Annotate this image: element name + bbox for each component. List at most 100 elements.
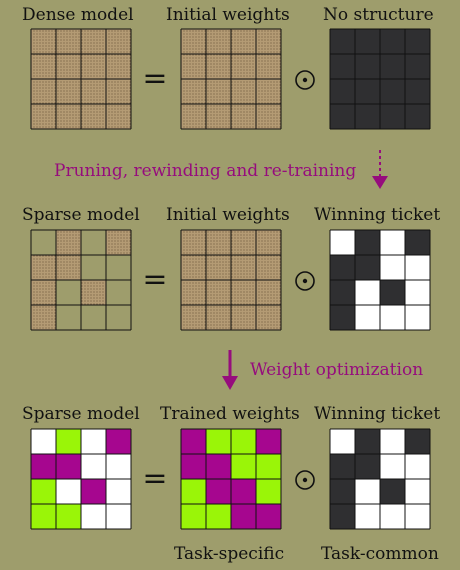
hadamard-operator-dot (302, 77, 308, 83)
row3-grid3-white-cell (380, 429, 405, 454)
row1-grid1-dotted-cell (31, 104, 56, 129)
row3-grid3-white-cell (405, 479, 430, 504)
row1-grid2-dotted-cell (231, 79, 256, 104)
row3-grid2-green-cell (181, 479, 206, 504)
row1-grid1-dotted-cell (56, 54, 81, 79)
row2-grid1-dotted-cell (31, 255, 56, 280)
row2-grid3-dark-cell (330, 255, 355, 280)
row2-grid1-dotted-cell (31, 305, 56, 330)
hadamard-operator-ring (295, 271, 315, 291)
row1-grid3-dark-cell (330, 104, 355, 129)
row1-grid3-dark-cell (355, 104, 380, 129)
row2-grid1-empty-cell (106, 280, 131, 305)
row3-grid1-white-cell (106, 504, 131, 529)
row1-grid1-dotted-cell (56, 79, 81, 104)
row3-grid2-magenta-cell (256, 504, 281, 529)
row3-grid2-green-cell (231, 429, 256, 454)
row2-grid3-white-cell (405, 280, 430, 305)
pruning-arrowhead (372, 176, 388, 189)
row1-grid1-dotted-cell (106, 54, 131, 79)
row1-grid2-dotted-cell (206, 79, 231, 104)
row3-grid1-green-cell (56, 429, 81, 454)
row3-grid3-dark-cell (380, 479, 405, 504)
row3-grid2-green-cell (206, 504, 231, 529)
row3-grid3-white-cell (380, 454, 405, 479)
row2-grid1-dotted-cell (106, 230, 131, 255)
row2-grid3-white-cell (355, 280, 380, 305)
row3-grid3-dark-cell (355, 429, 380, 454)
row1-grid2-dotted-cell (256, 54, 281, 79)
row3-grid2-magenta-cell (231, 479, 256, 504)
row1-grid2-dotted-cell (181, 29, 206, 54)
row1-col2-title: Initial weights (166, 5, 290, 25)
row1-grid3-dark-cell (380, 29, 405, 54)
equals-operator: = (142, 61, 167, 96)
row2-grid1-dotted-cell (31, 280, 56, 305)
row2-grid2-dotted-cell (256, 255, 281, 280)
task-common-label: Task-common (321, 544, 439, 564)
hadamard-operator-dot (302, 477, 308, 483)
row1-grid2-dotted-cell (231, 104, 256, 129)
row3-grid1-white-cell (81, 504, 106, 529)
row2-col2-title: Initial weights (166, 205, 290, 225)
row2-grid1-dotted-cell (81, 280, 106, 305)
row1-grid3-dark-cell (380, 54, 405, 79)
row1-grid2-dotted-cell (256, 104, 281, 129)
row1-grid1-dotted-cell (106, 29, 131, 54)
row1-grid3-dark-cell (405, 54, 430, 79)
row1-grid2-dotted-cell (181, 54, 206, 79)
row1-grid3-dark-cell (330, 54, 355, 79)
row3-grid1-white-cell (81, 429, 106, 454)
row2-grid1-empty-cell (81, 230, 106, 255)
row3-col3-title: Winning ticket (314, 404, 441, 424)
row1-grid1-dotted-cell (31, 79, 56, 104)
row2-grid3-white-cell (380, 230, 405, 255)
row3-grid2-magenta-cell (206, 454, 231, 479)
row1-grid1-dotted-cell (31, 54, 56, 79)
row2-grid3-dark-cell (355, 230, 380, 255)
equals-operator: = (142, 461, 167, 496)
row2-grid3-dark-cell (330, 305, 355, 330)
row2-grid2-dotted-cell (231, 230, 256, 255)
row1-grid1-dotted-cell (106, 79, 131, 104)
row1-grid3-dark-cell (330, 79, 355, 104)
hadamard-operator-ring (295, 470, 315, 490)
row3-grid3-dark-cell (405, 429, 430, 454)
row2-grid1-empty-cell (56, 305, 81, 330)
row2-grid2-dotted-cell (206, 230, 231, 255)
row2-col1-title: Sparse model (22, 205, 140, 225)
optimization-arrow-label: Weight optimization (250, 360, 424, 380)
row3-grid3-dark-cell (355, 454, 380, 479)
row1-grid2-dotted-cell (181, 104, 206, 129)
row3-grid1-green-cell (56, 504, 81, 529)
row2-grid3-dark-cell (380, 280, 405, 305)
row3-grid3-white-cell (355, 479, 380, 504)
row3-grid1-white-cell (31, 429, 56, 454)
row1-grid3-dark-cell (380, 104, 405, 129)
row3-grid1-white-cell (106, 479, 131, 504)
row2-grid2-dotted-cell (206, 305, 231, 330)
row2-grid1-empty-cell (31, 230, 56, 255)
row3-grid2-magenta-cell (181, 429, 206, 454)
row3-grid1-white-cell (106, 454, 131, 479)
optimization-arrowhead (222, 376, 238, 390)
row1-grid1-dotted-cell (81, 29, 106, 54)
row1-grid1-dotted-cell (106, 104, 131, 129)
row3-grid2-magenta-cell (256, 429, 281, 454)
row3-grid2-magenta-cell (181, 454, 206, 479)
row2-grid1-empty-cell (81, 255, 106, 280)
row2-col3-title: Winning ticket (314, 205, 441, 225)
row1-grid1-dotted-cell (56, 29, 81, 54)
row3-grid3-white-cell (405, 504, 430, 529)
row2-grid3-dark-cell (355, 255, 380, 280)
row1-grid2-dotted-cell (231, 29, 256, 54)
row3-grid3-white-cell (355, 504, 380, 529)
row3-grid3-white-cell (380, 504, 405, 529)
row2-grid3-dark-cell (330, 280, 355, 305)
row1-grid3-dark-cell (355, 29, 380, 54)
row2-grid3-white-cell (380, 255, 405, 280)
row2-grid2-dotted-cell (231, 305, 256, 330)
row3-grid1-white-cell (56, 479, 81, 504)
row2-grid1-empty-cell (56, 280, 81, 305)
